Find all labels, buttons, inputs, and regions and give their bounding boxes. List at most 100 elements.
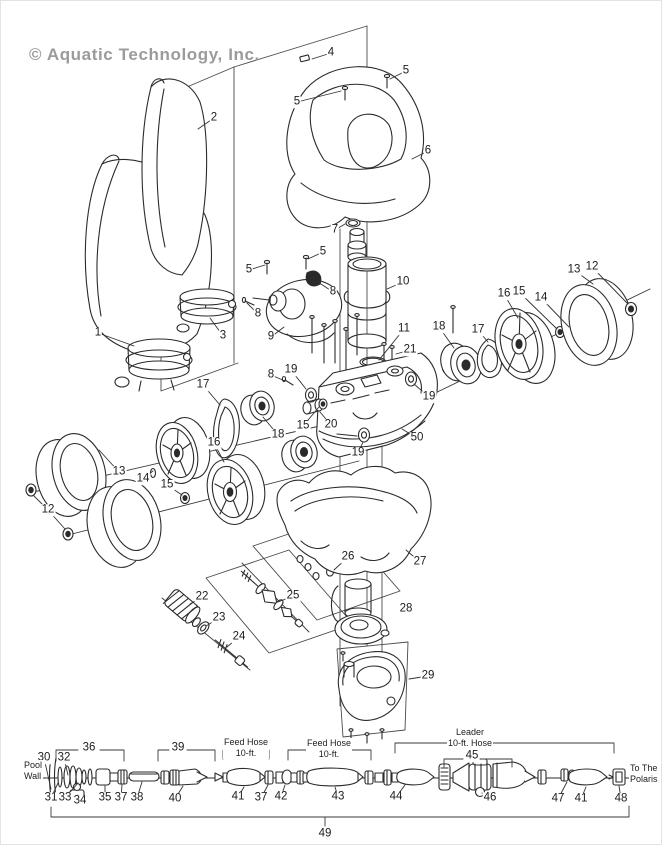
callout-32: 32 [56,751,72,764]
callout-11: 11 [397,322,411,335]
callout-17: 17 [195,378,211,391]
part-7-seal [345,218,367,262]
callout-17: 17 [470,323,486,336]
callout-15: 15 [511,285,527,298]
callout-8: 8 [266,368,276,381]
callout-19: 19 [350,446,366,459]
part-5-screws [263,73,391,275]
callout-28: 28 [398,602,414,615]
callout-12: 12 [40,503,56,516]
label-leader-hose: Leader 10-ft. Hose [446,727,494,749]
callout-13: 13 [566,263,582,276]
part-29-bottom-housing [337,651,406,744]
callout-39: 39 [170,741,186,754]
callout-5: 5 [244,263,254,276]
callout-45: 45 [464,749,480,762]
part-18-pulleys-left [240,390,318,473]
callout-21: 21 [402,343,418,356]
callout-20: 20 [323,418,339,431]
part-2-filter-bag [141,78,208,276]
callout-41: 41 [230,790,246,803]
callout-44: 44 [388,790,404,803]
part-23-bushings [191,617,210,635]
label-feed-hose-1: Feed Hose 10-ft. [222,737,270,759]
part-6-top-housing [286,66,431,229]
callout-37: 37 [113,791,129,804]
callout-16: 16 [496,287,512,300]
part-18-pulley-right [440,342,482,385]
label-to-the-polaris: To The Polaris [629,763,659,785]
callout-5: 5 [401,64,411,77]
callout-47: 47 [550,792,566,805]
callout-26: 26 [340,550,356,563]
part-12-nuts-left [25,467,191,541]
callout-8: 8 [253,307,263,320]
callout-41: 41 [573,792,589,805]
part-21-bolts [309,305,456,374]
callout-14: 14 [533,291,549,304]
part-28-pump-assembly [330,578,390,666]
callout-22: 22 [194,590,210,603]
part-19-idler-wheels [304,371,418,443]
callout-6: 6 [423,144,433,157]
callout-48: 48 [613,792,629,805]
callout-3: 3 [218,329,228,342]
callout-25: 25 [285,589,301,602]
callout-50: 50 [409,431,425,444]
callout-34: 34 [72,794,88,807]
part-13-tires-left [35,433,162,568]
callout-10: 10 [395,275,411,288]
callout-19: 19 [421,390,437,403]
part-22-scrubber [162,589,201,624]
callout-46: 46 [482,791,498,804]
part-12-nut-right [624,301,638,317]
part-25-axle-assembly [240,569,304,628]
callout-19: 19 [283,363,299,376]
callout-15: 15 [159,478,175,491]
callout-8: 8 [328,285,338,298]
callout-4: 4 [326,46,336,59]
callout-13: 13 [111,465,127,478]
callout-43: 43 [330,790,346,803]
callout-37: 37 [253,791,269,804]
callout-49: 49 [317,827,333,840]
callout-18: 18 [270,428,286,441]
part-9-gearbox [241,270,343,386]
part-4-clip [299,54,310,63]
callout-24: 24 [231,630,247,643]
callout-33: 33 [57,791,73,804]
callout-14: 14 [135,472,151,485]
label-pool-wall: Pool Wall [23,760,44,782]
callout-36: 36 [81,741,97,754]
callout-16: 16 [206,436,222,449]
callout-30: 30 [36,751,52,764]
callout-2: 2 [209,111,219,124]
part-16-wheel-right [494,308,556,384]
group-brackets [50,742,630,827]
callout-27: 27 [412,555,428,568]
callout-7: 7 [330,223,340,236]
callout-29: 29 [420,669,436,682]
callout-35: 35 [97,791,113,804]
callout-5: 5 [318,245,328,258]
hose-line-assembly [38,757,630,798]
callout-23: 23 [211,611,227,624]
part-27-bottom-shell [276,465,432,576]
part-16-wheels-left [155,416,266,526]
callout-1: 1 [93,326,103,339]
part-13-tire-right [560,278,634,366]
callout-15: 15 [295,419,311,432]
callout-5: 5 [292,95,302,108]
watermark: © Aquatic Technology, Inc. [29,45,260,64]
part-3-bag-collar [176,288,237,333]
callout-40: 40 [167,792,183,805]
callout-31: 31 [43,791,59,804]
callout-12: 12 [584,260,600,273]
callout-42: 42 [273,790,289,803]
callout-9: 9 [266,330,276,343]
callout-18: 18 [431,320,447,333]
part-24-shaft [214,638,248,668]
label-feed-hose-2: Feed Hose 10-ft. [305,738,353,760]
